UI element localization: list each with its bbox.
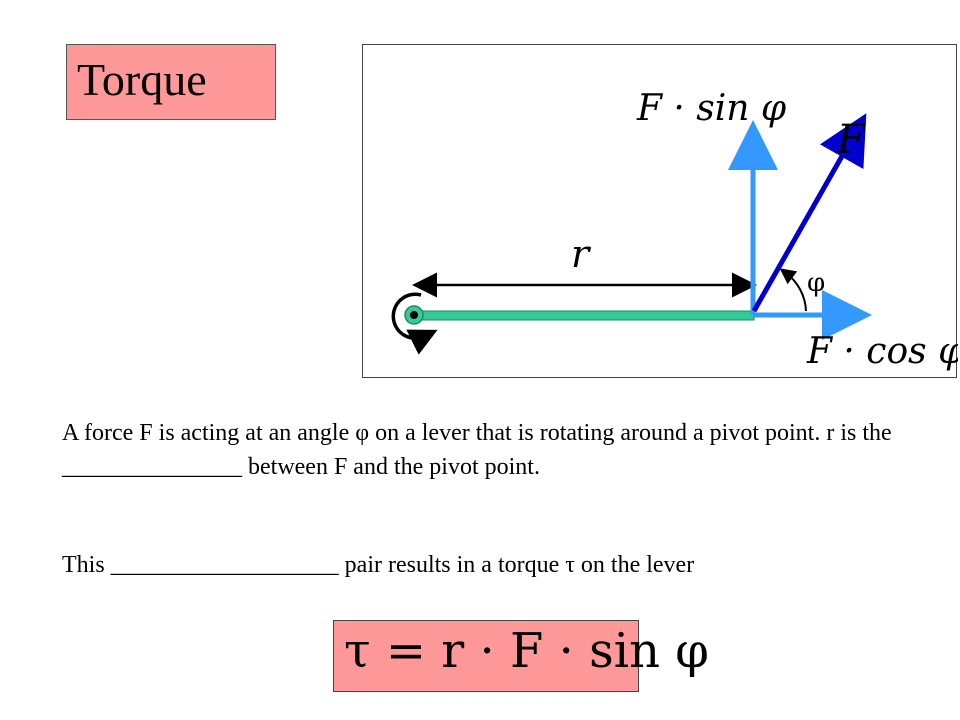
- angle-arc: [779, 268, 807, 312]
- lever-bar: [417, 310, 755, 321]
- torque-formula: τ = r · F · sin φ: [344, 623, 709, 679]
- rotation-arrow-icon: [391, 292, 438, 355]
- formula-box: τ = r · F · sin φ: [333, 620, 709, 692]
- r-label: r: [571, 232, 592, 276]
- diagram-canvas: F · sin φ F r φ F · cos φ: [391, 88, 958, 372]
- description-paragraph: A force F is acting at an angle φ on a l…: [62, 420, 892, 480]
- force-arrow: [751, 113, 867, 313]
- page-title: Torque: [77, 54, 207, 105]
- torque-pair-paragraph: This ___________________ pair results in…: [62, 552, 695, 578]
- torque-diagram: F · sin φ F r φ F · cos φ: [362, 44, 958, 378]
- f-label: F: [836, 117, 866, 163]
- phi-label: φ: [807, 268, 825, 298]
- f-cos-label: F · cos φ: [806, 331, 958, 372]
- title-box: Torque: [66, 44, 276, 120]
- pivot-center-dot: [410, 311, 418, 319]
- f-sin-label: F · sin φ: [636, 88, 787, 129]
